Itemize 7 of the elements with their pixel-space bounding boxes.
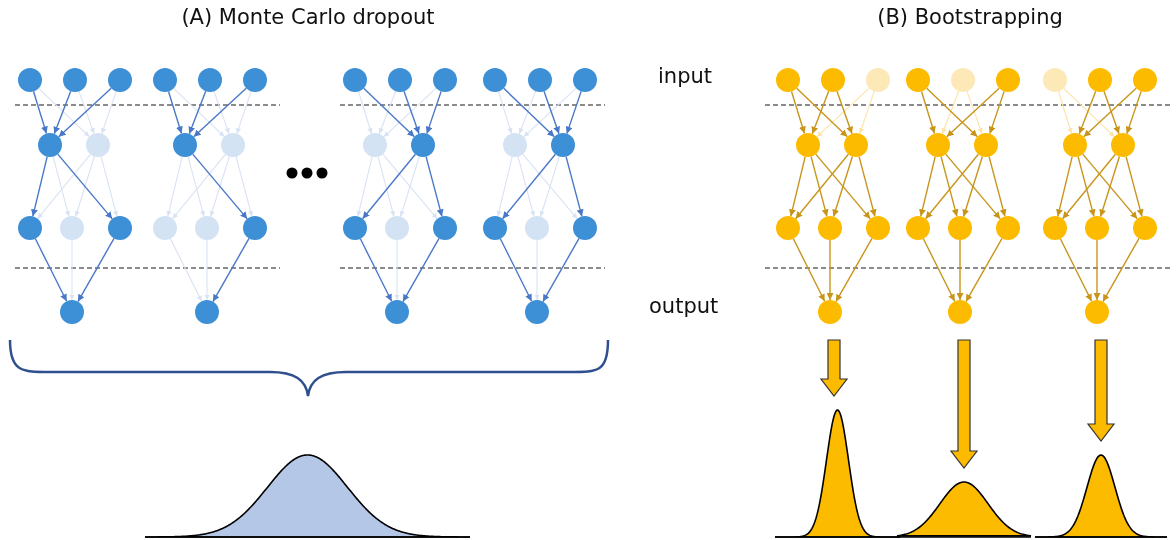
layer-label: input [658,64,713,88]
layer-label: output [649,294,719,318]
block-arrow [949,339,979,469]
block-arrow [819,339,849,397]
block-arrow [1086,339,1116,442]
panel-heading: (B) Bootstrapping [877,5,1063,29]
panel-heading: (A) Monte Carlo dropout [181,5,435,29]
